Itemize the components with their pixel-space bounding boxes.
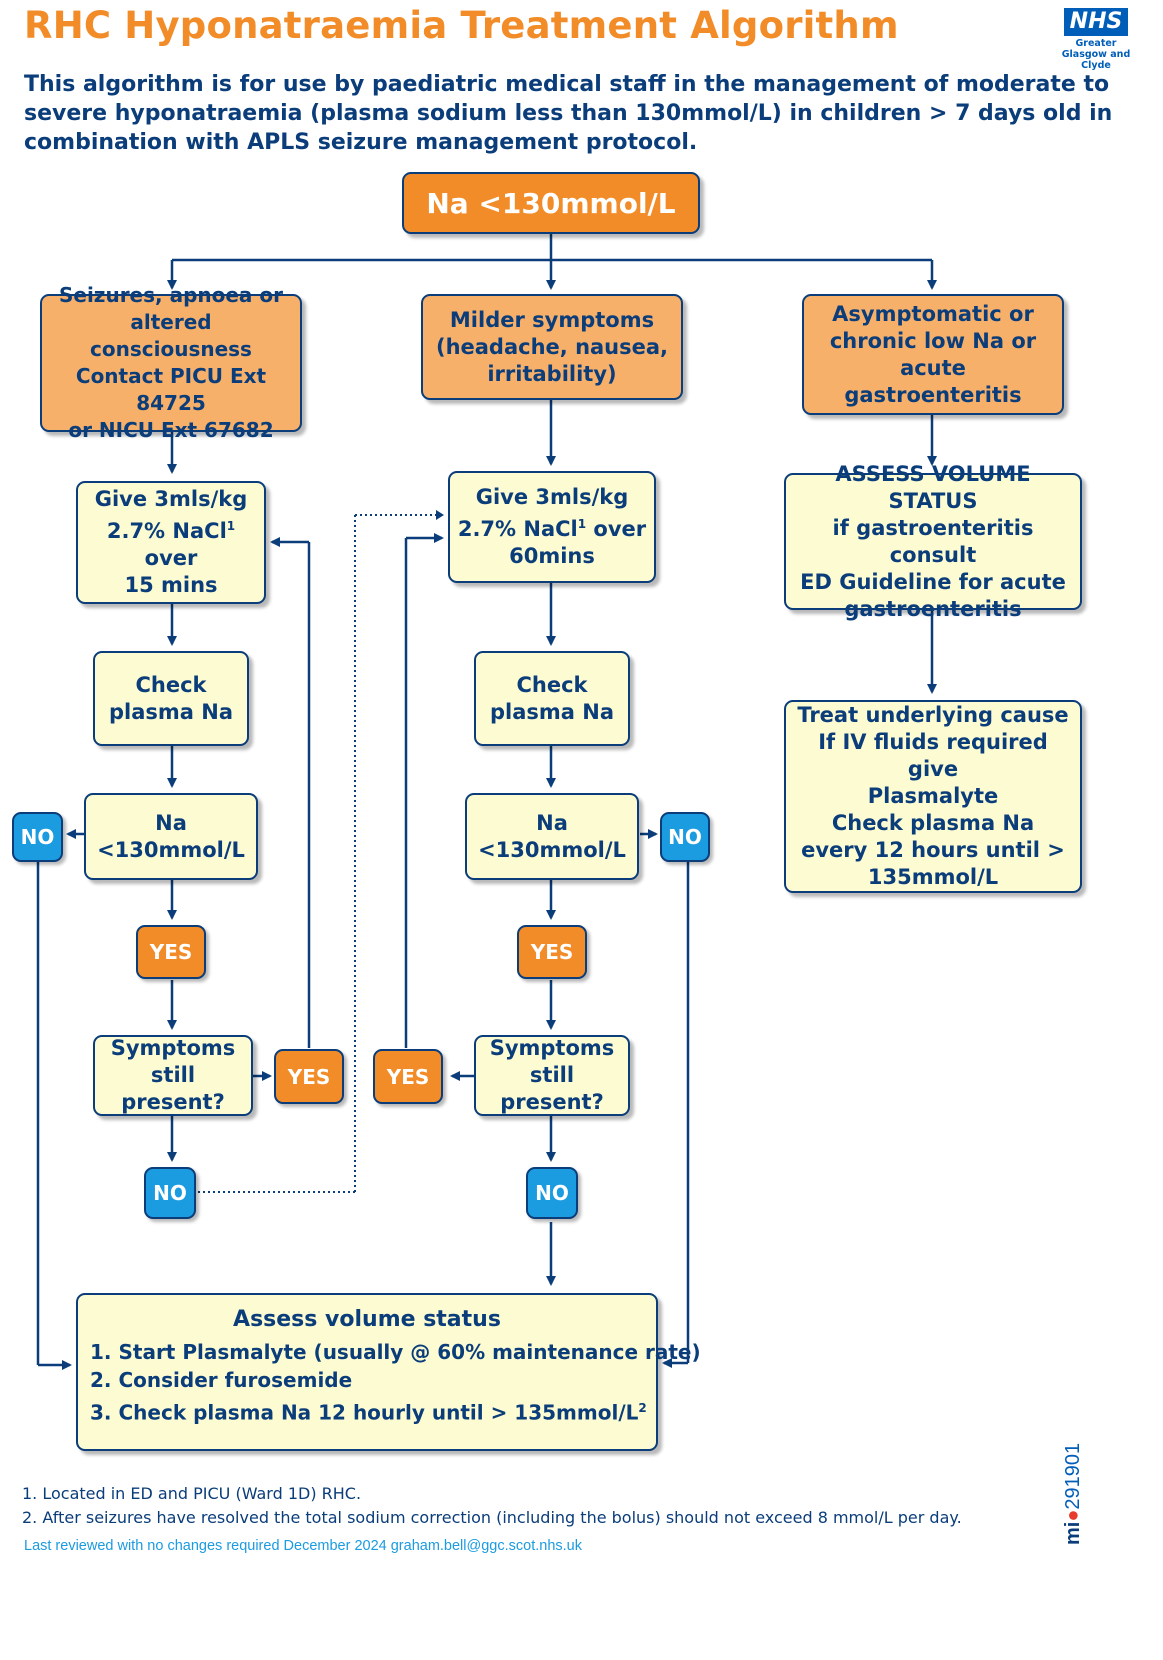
nhs-logo-subtitle: Greater Glasgow and Clyde [1061,38,1131,71]
left-category-line: Contact PICU Ext 84725 [75,364,267,415]
right-assess-line: ASSESS VOLUME STATUS [835,461,1031,513]
final-title: Assess volume status [233,1307,501,1332]
document-code: mi●291901 [1062,1443,1085,1545]
left-na-line: Na [155,810,187,835]
final-steps-list: 1. Start Plasmalyte (usually @ 60% maint… [90,1338,701,1427]
left-yes-pill: YES [136,925,206,979]
middle-category-line: irritability) [487,361,617,386]
final-assess-box: Assess volume status 1. Start Plasmalyte… [76,1293,701,1451]
right-assess-line: if gastroenteritis consult [832,515,1034,567]
left-symptoms-line: still present? [121,1063,225,1114]
final-step: 1. Start Plasmalyte (usually @ 60% maint… [90,1340,701,1364]
middle-symptoms-line: Symptoms [489,1036,615,1060]
right-treat-line: If IV fluids required give [818,730,1048,781]
right-category-line: Asymptomatic or [832,301,1034,326]
left-give-line: Give 3mls/kg [94,487,248,511]
footnote-2: 2. After seizures have resolved the tota… [22,1508,962,1527]
left-na-line: <130mmol/L [97,837,245,862]
right-treat-line: Plasmalyte [867,784,999,808]
right-category-line: acute gastroenteritis [844,355,1022,407]
middle-yes-pill: YES [517,925,587,979]
middle-na-line: <130mmol/L [478,837,626,862]
right-treat-box: Treat underlying cause If IV fluids requ… [784,700,1082,893]
middle-symptoms-box: Symptoms still present? [474,1035,630,1116]
left-yes2-pill: YES [274,1049,344,1104]
left-check-line: plasma Na [108,699,233,724]
left-category-line: Seizures, apnoea or [58,283,283,307]
page-title: RHC Hyponatraemia Treatment Algorithm [24,4,899,47]
right-assess-line: gastroenteritis [844,596,1022,621]
code-prefix: mi [1062,1521,1084,1545]
review-note: Last reviewed with no changes required D… [24,1538,582,1554]
right-treat-line: Check plasma Na [831,811,1035,835]
middle-no-pill: NO [660,812,710,862]
right-treat-line: 135mmol/L [867,865,999,889]
final-step: 2. Consider furosemide [90,1368,353,1392]
middle-give-drug: 2.7% NaCl [457,517,578,541]
left-no-pill: NO [12,812,63,862]
start-label: Na <130mmol/L [426,186,676,220]
footnote-ref: 1 [226,519,236,533]
right-assess-box: ASSESS VOLUME STATUS if gastroenteritis … [784,462,1082,621]
right-treat-line: every 12 hours until > [801,838,1065,862]
middle-na-decision-box: Na <130mmol/L [465,793,639,880]
middle-category-line: (headache, nausea, [435,334,669,359]
middle-no2-pill: NO [526,1167,578,1219]
middle-check-line: plasma Na [489,699,614,724]
middle-yes2-pill: YES [373,1049,443,1104]
nhs-logo-mark: NHS [1063,8,1129,36]
right-treat-line: Treat underlying cause [797,703,1069,727]
footnote-ref: 1 [577,517,587,531]
left-check-box: Check plasma Na [93,651,249,746]
middle-give-line: 60mins [509,544,595,568]
middle-check-box: Check plasma Na [474,651,630,746]
middle-na-line: Na [536,810,568,835]
left-check-line: Check [135,672,207,697]
code-dot-icon: ● [1062,1509,1084,1522]
middle-give-over: over [586,517,647,541]
intro-text: This algorithm is for use by paediatric … [24,72,1113,155]
footnotes: 1. Located in ED and PICU (Ward 1D) RHC.… [22,1482,1052,1530]
middle-symptoms-line: still present? [500,1063,604,1114]
left-give-drug: 2.7% NaCl [106,519,227,543]
right-assess-line: ED Guideline for acute [800,569,1066,594]
footnote-1: 1. Located in ED and PICU (Ward 1D) RHC. [22,1484,362,1503]
left-symptoms-box: Symptoms still present? [93,1035,253,1116]
nhs-logo: NHS Greater Glasgow and Clyde [1052,8,1140,71]
code-number: 291901 [1062,1442,1084,1510]
right-category-line: chronic low Na or [829,328,1037,353]
left-na-decision-box: Na <130mmol/L [84,793,258,880]
middle-give-line: Give 3mls/kg [475,485,629,509]
start-na-box: Na <130mmol/L [402,172,700,234]
left-symptoms-line: Symptoms [110,1036,236,1060]
left-give-line: 15 mins [124,573,218,597]
final-step: 3. Check plasma Na 12 hourly until > 135… [90,1400,647,1425]
left-give-box: Give 3mls/kg 2.7% NaCl1 over 15 mins [76,481,266,604]
left-category-line: altered consciousness [90,310,252,361]
middle-check-line: Check [516,672,588,697]
footnote-ref: 2 [638,1401,647,1415]
right-category-box: Asymptomatic or chronic low Na or acute … [802,294,1064,415]
left-category-line: or NICU Ext 67682 [68,418,274,442]
left-category-box: Seizures, apnoea or altered consciousnes… [40,283,302,442]
left-no2-pill: NO [144,1167,196,1219]
left-give-over: over [144,546,198,570]
middle-category-line: Milder symptoms [449,307,655,332]
middle-category-box: Milder symptoms (headache, nausea, irrit… [421,294,683,400]
middle-give-box: Give 3mls/kg 2.7% NaCl1 over 60mins [448,471,656,583]
